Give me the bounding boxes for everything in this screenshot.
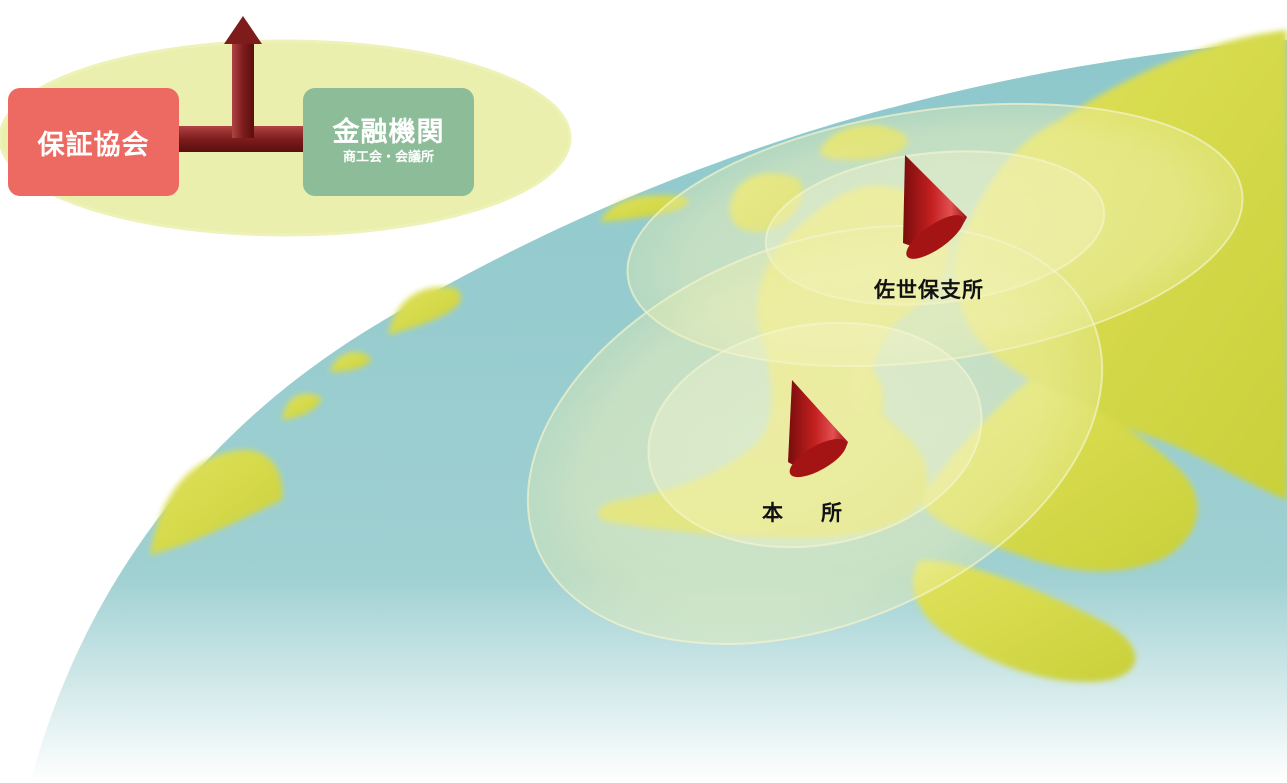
sasebo-branch-label: 佐世保支所 <box>874 278 984 302</box>
cone-marker-icon <box>788 380 848 478</box>
financial-institutions-box: 金融機関 商工会・会議所 <box>303 88 474 196</box>
guarantee-association-box: 保証協会 <box>8 88 179 196</box>
financial-institutions-label: 金融機関 <box>332 117 445 148</box>
cone-marker-icon <box>903 155 967 259</box>
up-arrow-icon <box>224 16 262 44</box>
head-office-label: 本所 <box>762 501 880 525</box>
guarantee-association-label: 保証協会 <box>37 129 150 161</box>
connector-pipe-vertical <box>232 40 254 138</box>
chamber-of-commerce-label: 商工会・会議所 <box>342 150 434 165</box>
